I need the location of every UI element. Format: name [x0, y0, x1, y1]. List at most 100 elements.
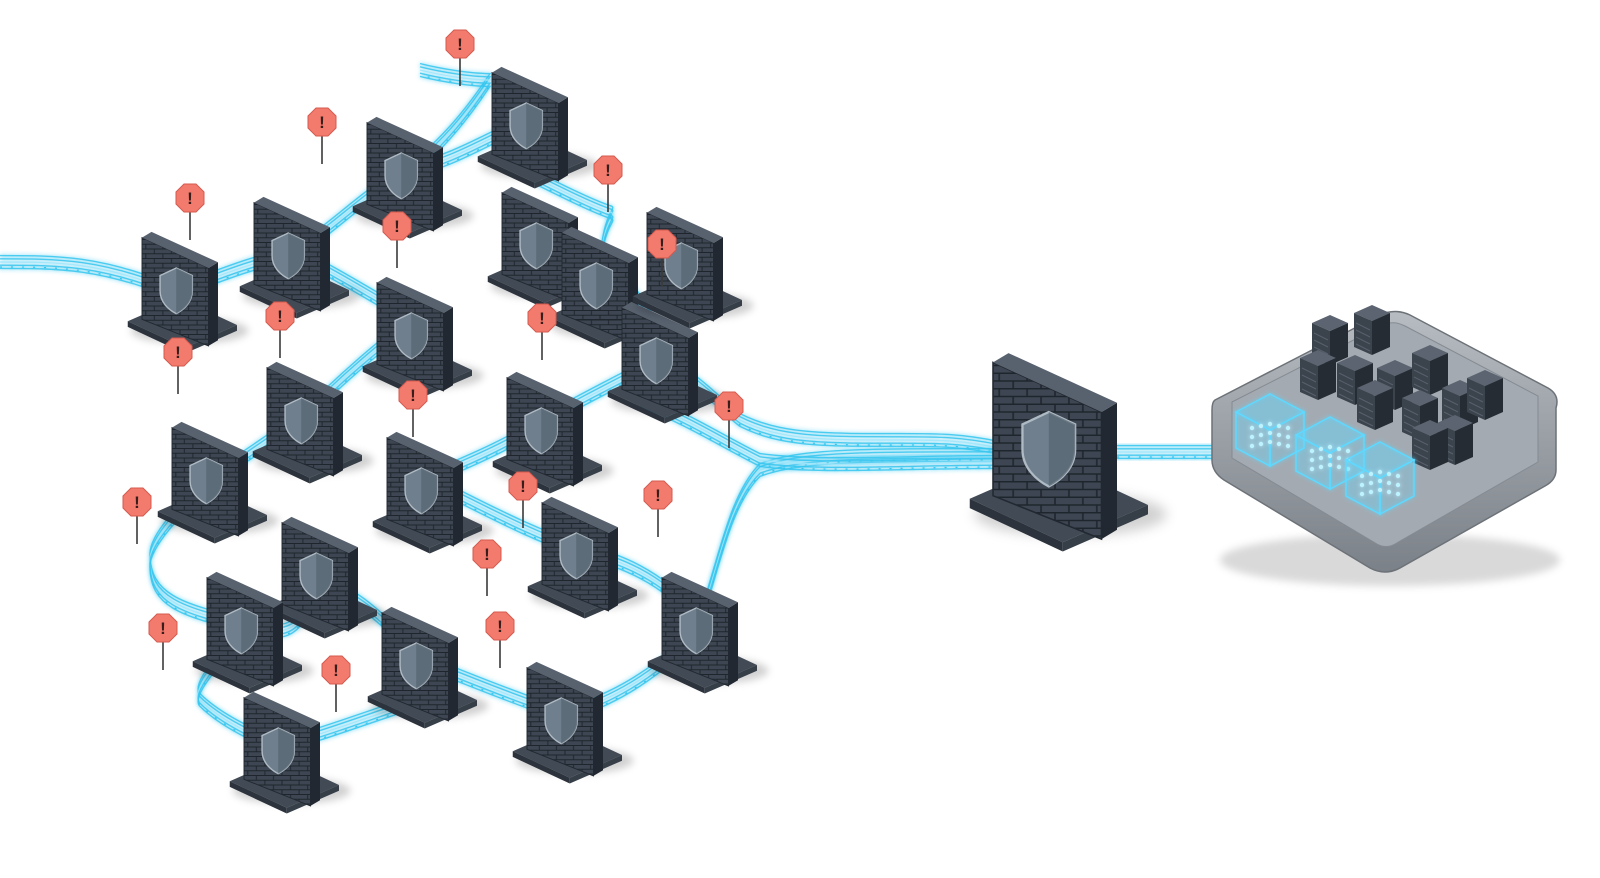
wall-side — [273, 602, 283, 686]
alert-exclamation-icon: ! — [175, 183, 205, 240]
alert-exclamation-icon: ! — [163, 337, 193, 394]
firewall-wall-icon — [352, 116, 474, 239]
flow-line — [529, 167, 614, 274]
firewall-wall-icon — [632, 206, 754, 329]
wall-base-edge — [527, 586, 585, 619]
flow-line — [699, 451, 1001, 618]
wall-side — [448, 637, 458, 721]
shield-icon — [519, 222, 554, 270]
flow-line — [699, 454, 1001, 621]
server-rack-icon — [1467, 370, 1503, 420]
wall-top — [207, 571, 283, 608]
flow-packets — [244, 584, 421, 666]
wall-side — [208, 262, 218, 346]
alert-symbol: ! — [659, 235, 665, 254]
flow-line — [529, 171, 614, 277]
shield-icon — [679, 607, 714, 655]
alert-exclamation-icon: ! — [485, 611, 515, 668]
alert-exclamation-icon: ! — [508, 471, 538, 528]
wall-side — [238, 452, 248, 536]
flow-line — [699, 447, 1001, 614]
alert-symbol: ! — [160, 619, 166, 638]
firewall-wall-icon — [229, 691, 351, 814]
wall-base-edge — [512, 751, 570, 784]
alert-symbol: ! — [605, 161, 611, 180]
alert-symbol: ! — [394, 217, 400, 236]
wall-top — [377, 276, 453, 313]
firewall-wall-icon — [157, 421, 279, 544]
flow-line — [639, 399, 1001, 465]
alert-sign — [163, 337, 193, 367]
alert-exclamation-icon: ! — [307, 107, 337, 164]
wall-top — [662, 571, 738, 608]
alert-sign — [714, 391, 744, 421]
flow-line — [529, 177, 614, 284]
alert-exclamation-icon: ! — [321, 655, 351, 712]
shield-icon — [664, 242, 699, 290]
wall-side — [558, 97, 568, 181]
wall-top — [507, 371, 583, 408]
shield-icon — [271, 232, 306, 280]
shield-icon — [509, 102, 544, 150]
firewall-wall-icon — [512, 661, 634, 784]
alert-exclamation-icon: ! — [647, 229, 677, 286]
alert-sign — [485, 611, 515, 641]
wall-side — [713, 237, 723, 321]
firewall-mesh — [127, 66, 769, 814]
alert-sign — [593, 155, 623, 185]
wall-side — [333, 392, 343, 476]
server-rack-icon — [1412, 420, 1448, 470]
alert-symbol: ! — [175, 343, 181, 362]
firewall-wall-icon — [239, 196, 361, 319]
shield-icon — [1021, 410, 1077, 488]
flow-line — [699, 460, 1001, 627]
alert-symbol: ! — [497, 617, 503, 636]
wall-top — [142, 231, 218, 268]
firewall-wall-icon — [647, 571, 769, 694]
main-firewall — [969, 353, 1167, 552]
wall-top — [542, 496, 618, 533]
alert-sign — [445, 29, 475, 59]
alert-sign — [382, 211, 412, 241]
alert-exclamation-icon: ! — [398, 380, 428, 437]
firewall-wall-icon — [267, 516, 389, 639]
flow-bundle — [639, 392, 1001, 472]
wall-base-edge — [367, 696, 425, 729]
alert-symbol: ! — [187, 189, 193, 208]
alert-sign — [265, 301, 295, 331]
server-rack-icon — [1354, 305, 1390, 355]
wall-top — [502, 186, 578, 223]
storage-cube-icon — [1344, 441, 1416, 516]
alert-sign — [508, 471, 538, 501]
flow-packets — [291, 259, 416, 326]
flow-bundle — [699, 447, 1001, 627]
alert-sign — [398, 380, 428, 410]
firewall-wall-icon — [477, 66, 599, 189]
server-rack-icon — [1300, 350, 1336, 400]
shield-icon — [189, 457, 224, 505]
firewall-wall-icon — [192, 571, 314, 694]
server-rack-icon — [1412, 345, 1448, 395]
shield-icon — [261, 727, 296, 775]
alert-symbol: ! — [655, 486, 661, 505]
shield-icon — [224, 607, 259, 655]
shield-icon — [559, 532, 594, 580]
datacenter — [1211, 305, 1560, 586]
shield-icon — [524, 407, 559, 455]
wall-base-edge — [632, 296, 690, 329]
wall-top — [254, 196, 330, 233]
alert-sign — [175, 183, 205, 213]
alert-symbol: ! — [484, 545, 490, 564]
wall-top — [367, 116, 443, 153]
firewall-wall-icon — [372, 431, 494, 554]
alert-symbol: ! — [319, 113, 325, 132]
wall-top — [172, 421, 248, 458]
alert-symbol: ! — [726, 397, 732, 416]
wall-top — [244, 691, 320, 728]
wall-side — [443, 307, 453, 391]
flow-packets — [639, 404, 1001, 470]
firewall-wall-icon — [527, 496, 649, 619]
alert-sign — [122, 487, 152, 517]
alert-exclamation-icon: ! — [527, 303, 557, 360]
